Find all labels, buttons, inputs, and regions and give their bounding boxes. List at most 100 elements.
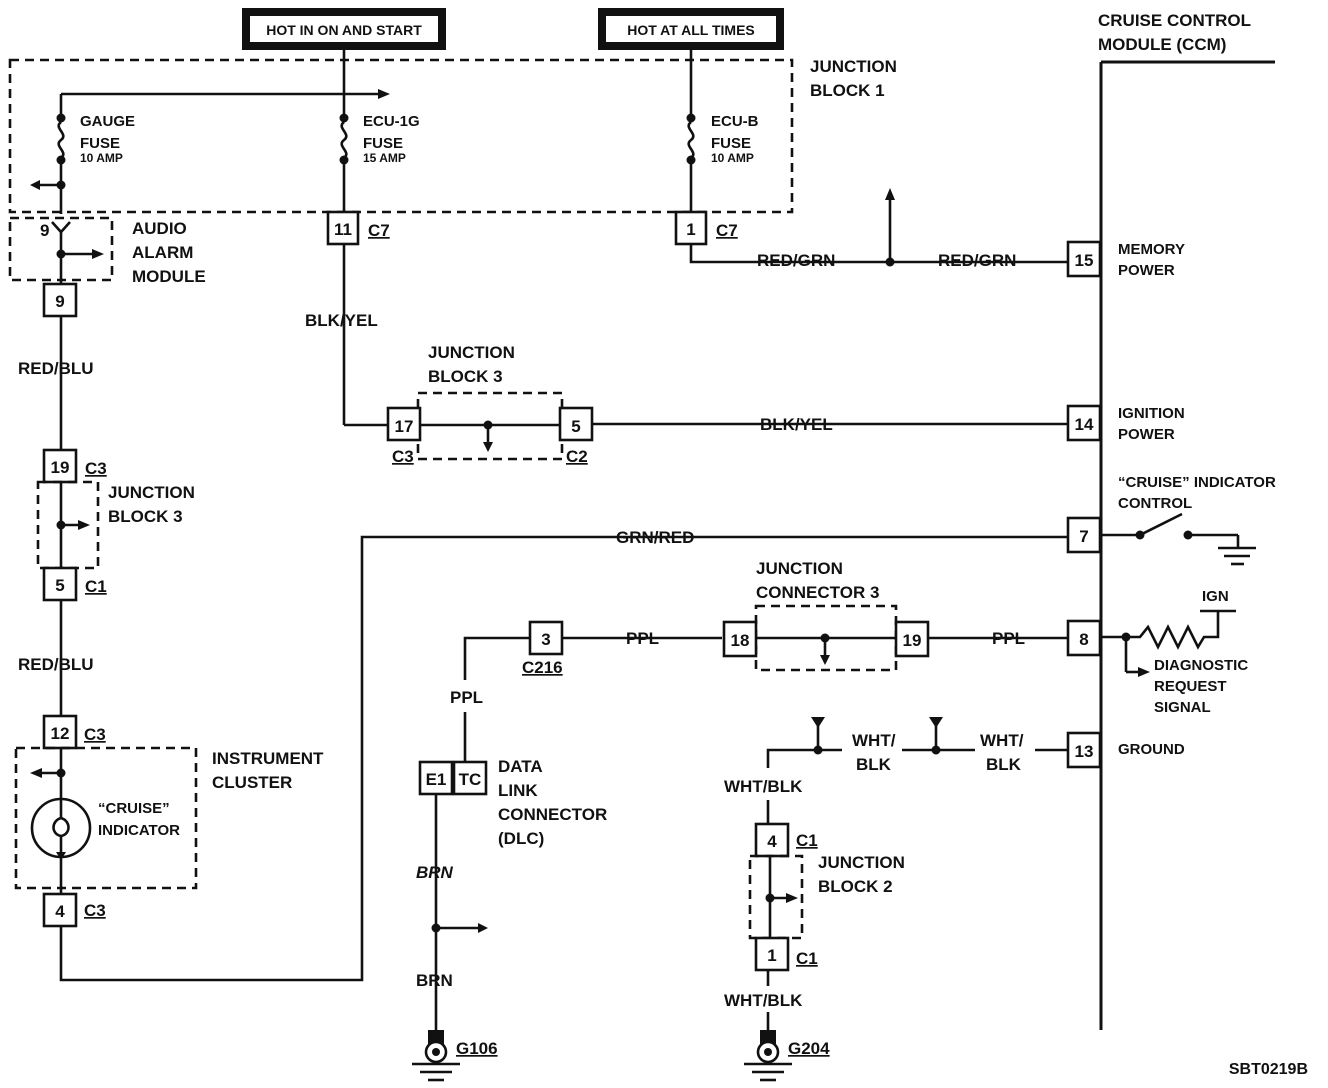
wire-wht-1b: WHT/ (980, 731, 1024, 750)
svg-text:ECU-1G: ECU-1G (363, 113, 420, 130)
ecu-ig-fuse: ECU-1G FUSE 15 AMP (339, 113, 420, 212)
resistor-icon (1100, 609, 1236, 677)
ccm-title-1: CRUISE CONTROL (1098, 11, 1251, 30)
svg-text:INDICATOR: INDICATOR (98, 822, 180, 839)
svg-text:DATA: DATA (498, 757, 543, 776)
svg-text:C216: C216 (522, 658, 563, 677)
svg-text:REQUEST: REQUEST (1154, 678, 1227, 695)
svg-text:C1: C1 (85, 577, 107, 596)
svg-text:ECU-B: ECU-B (711, 113, 759, 130)
svg-text:FUSE: FUSE (711, 135, 751, 152)
wire-wht-1a: WHT/ (852, 731, 896, 750)
hot-run-label: HOT IN ON AND START (266, 22, 422, 38)
svg-text:FUSE: FUSE (80, 135, 120, 152)
svg-text:15: 15 (1075, 251, 1094, 270)
svg-text:JUNCTION: JUNCTION (428, 343, 515, 362)
gauge-fuse: GAUGE FUSE 10 AMP (30, 113, 135, 214)
svg-text:C2: C2 (566, 447, 588, 466)
svg-text:BLOCK 3: BLOCK 3 (428, 367, 503, 386)
wire-brn-1: BRN (416, 863, 454, 882)
svg-text:8: 8 (1079, 630, 1088, 649)
wire-blk-1a: BLK (856, 755, 892, 774)
svg-text:DIAGNOSTIC: DIAGNOSTIC (1154, 657, 1248, 674)
indicator-switch-icon (1100, 512, 1256, 566)
jb3-left-outline (36, 480, 100, 570)
svg-text:12: 12 (51, 724, 70, 743)
svg-text:BLOCK 2: BLOCK 2 (818, 877, 893, 896)
svg-text:9: 9 (55, 292, 64, 311)
svg-text:C7: C7 (716, 221, 738, 240)
svg-text:GROUND: GROUND (1118, 741, 1185, 758)
instrument-cluster-outline (14, 746, 198, 890)
wire-blk-yel-2: BLK/YEL (760, 415, 833, 434)
svg-text:IGNITION: IGNITION (1118, 405, 1185, 422)
svg-text:BLOCK 3: BLOCK 3 (108, 507, 183, 526)
svg-text:10 AMP: 10 AMP (80, 151, 123, 165)
svg-text:JUNCTION: JUNCTION (818, 853, 905, 872)
svg-text:C1: C1 (796, 949, 818, 968)
jb1-label-2: BLOCK 1 (810, 81, 885, 100)
svg-text:19: 19 (903, 631, 922, 650)
wire-grn-red: GRN/RED (616, 528, 694, 547)
svg-text:CONTROL: CONTROL (1118, 495, 1192, 512)
dlc-pin-tc (452, 760, 488, 796)
svg-text:1: 1 (767, 946, 776, 965)
svg-text:TC: TC (459, 770, 482, 789)
svg-text:LINK: LINK (498, 781, 538, 800)
ccm-title-2: MODULE (CCM) (1098, 35, 1226, 54)
svg-text:MODULE: MODULE (132, 267, 206, 286)
ccm-pin-14 (1066, 404, 1102, 442)
svg-text:1: 1 (686, 220, 695, 239)
wire-blk-yel-1: BLK/YEL (305, 311, 378, 330)
svg-text:G106: G106 (456, 1039, 498, 1058)
svg-text:C3: C3 (84, 901, 106, 920)
hot-run-banner: HOT IN ON AND START (242, 8, 446, 50)
svg-text:POWER: POWER (1118, 426, 1175, 443)
wire-red-grn-2: RED/GRN (938, 251, 1016, 270)
svg-text:AUDIO: AUDIO (132, 219, 187, 238)
svg-text:“CRUISE”: “CRUISE” (98, 800, 170, 817)
svg-text:(DLC): (DLC) (498, 829, 544, 848)
svg-text:FUSE: FUSE (363, 135, 403, 152)
ground-g204-icon (744, 1030, 792, 1082)
svg-text:MEMORY: MEMORY (1118, 241, 1185, 258)
svg-text:9: 9 (40, 221, 49, 240)
svg-text:18: 18 (731, 631, 750, 650)
wire-brn-2: BRN (416, 971, 453, 990)
jb1-label-1: JUNCTION (810, 57, 897, 76)
svg-text:15 AMP: 15 AMP (363, 151, 406, 165)
svg-text:5: 5 (571, 417, 580, 436)
ecu-b-fuse: ECU-B FUSE 10 AMP (686, 113, 759, 212)
wire-ppl-1: PPL (626, 629, 659, 648)
cruise-indicator-lamp-icon (30, 797, 92, 898)
wire-red-blu-2: RED/BLU (18, 655, 94, 674)
hot-always-banner: HOT AT ALL TIMES (598, 8, 784, 50)
svg-text:IGN: IGN (1202, 588, 1229, 605)
svg-text:4: 4 (55, 902, 65, 921)
svg-text:C1: C1 (796, 831, 818, 850)
svg-text:“CRUISE” INDICATOR: “CRUISE” INDICATOR (1118, 474, 1276, 491)
svg-text:JUNCTION: JUNCTION (756, 559, 843, 578)
svg-text:13: 13 (1075, 742, 1094, 761)
svg-text:7: 7 (1079, 527, 1088, 546)
svg-text:14: 14 (1075, 415, 1094, 434)
svg-text:SIGNAL: SIGNAL (1154, 699, 1211, 716)
wire-wht-blk-2: WHT/BLK (724, 991, 803, 1010)
svg-text:10 AMP: 10 AMP (711, 151, 754, 165)
wire-red-grn-1: RED/GRN (757, 251, 835, 270)
svg-text:C7: C7 (368, 221, 390, 240)
svg-text:G204: G204 (788, 1039, 830, 1058)
svg-text:CLUSTER: CLUSTER (212, 773, 292, 792)
svg-text:CONNECTOR: CONNECTOR (498, 805, 607, 824)
svg-text:ALARM: ALARM (132, 243, 193, 262)
svg-text:19: 19 (51, 458, 70, 477)
svg-text:CONNECTOR 3: CONNECTOR 3 (756, 583, 879, 602)
svg-text:C3: C3 (85, 459, 107, 478)
junction-block-1-outline (8, 58, 794, 214)
svg-text:JUNCTION: JUNCTION (108, 483, 195, 502)
wire-blk-1b: BLK (986, 755, 1022, 774)
svg-text:17: 17 (395, 417, 414, 436)
ccm-pin-13 (1066, 731, 1102, 769)
ccm-pin-15 (1066, 240, 1102, 278)
